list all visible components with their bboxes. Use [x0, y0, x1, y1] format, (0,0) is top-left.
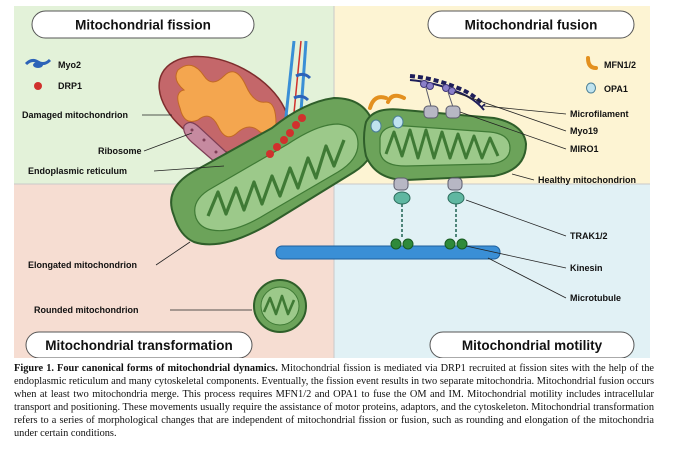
caption-title: Figure 1. Four canonical forms of mitoch… — [14, 363, 278, 374]
label-microtubule: Microtubule — [570, 293, 621, 303]
svg-text:Mitochondrial transformation: Mitochondrial transformation — [45, 338, 233, 353]
svg-text:Mitochondrial fusion: Mitochondrial fusion — [465, 18, 598, 33]
mitochondrial-dynamics-figure: Mitochondrial fission Mitochondrial fusi… — [14, 6, 650, 358]
label-elongated-mitochondrion: Elongated mitochondrion — [28, 260, 137, 270]
svg-text:Mitochondrial motility: Mitochondrial motility — [462, 338, 603, 353]
drp1-icon — [34, 82, 42, 90]
svg-text:Mitochondrial fission: Mitochondrial fission — [75, 18, 211, 33]
healthy-mitochondrion-shape — [363, 108, 528, 182]
figure-caption: Figure 1. Four canonical forms of mitoch… — [14, 362, 654, 441]
opa1-icon — [586, 82, 596, 94]
label-myo19: Myo19 — [570, 126, 598, 136]
myo2-icon — [24, 58, 52, 68]
mfn-opa1-group — [368, 93, 406, 133]
label-miro1: MIRO1 — [570, 144, 599, 154]
motility-title: Mitochondrial motility — [429, 331, 635, 358]
microtubule-shape — [275, 245, 501, 260]
label-trak: TRAK1/2 — [570, 231, 608, 241]
label-kinesin: Kinesin — [570, 263, 603, 273]
label-endoplasmic-reticulum: Endoplasmic reticulum — [28, 166, 127, 176]
mfn-icon — [586, 56, 598, 70]
legend-myo2: Myo2 — [58, 60, 81, 70]
label-damaged-mitochondrion: Damaged mitochondrion — [22, 110, 128, 120]
label-microfilament: Microfilament — [570, 109, 629, 119]
caption-body: Mitochondrial fission is mediated via DR… — [14, 363, 654, 440]
label-rounded-mitochondrion: Rounded mitochondrion — [34, 305, 138, 315]
fission-title: Mitochondrial fission — [31, 10, 255, 39]
miro1-shape — [423, 87, 461, 119]
transformation-title: Mitochondrial transformation — [25, 331, 253, 358]
motility-adaptors — [390, 177, 468, 250]
rounded-mitochondrion-shape — [253, 279, 307, 333]
label-healthy-mitochondrion: Healthy mitochondrion — [538, 175, 636, 185]
myo19-shape — [420, 80, 456, 95]
legend-drp1: DRP1 — [58, 81, 82, 91]
motility-panel — [334, 184, 650, 358]
legend-opa1: OPA1 — [604, 84, 628, 94]
fusion-title: Mitochondrial fusion — [427, 10, 635, 39]
label-ribosome: Ribosome — [98, 146, 142, 156]
drp1-ring — [266, 114, 306, 158]
legend-mfn: MFN1/2 — [604, 60, 636, 70]
